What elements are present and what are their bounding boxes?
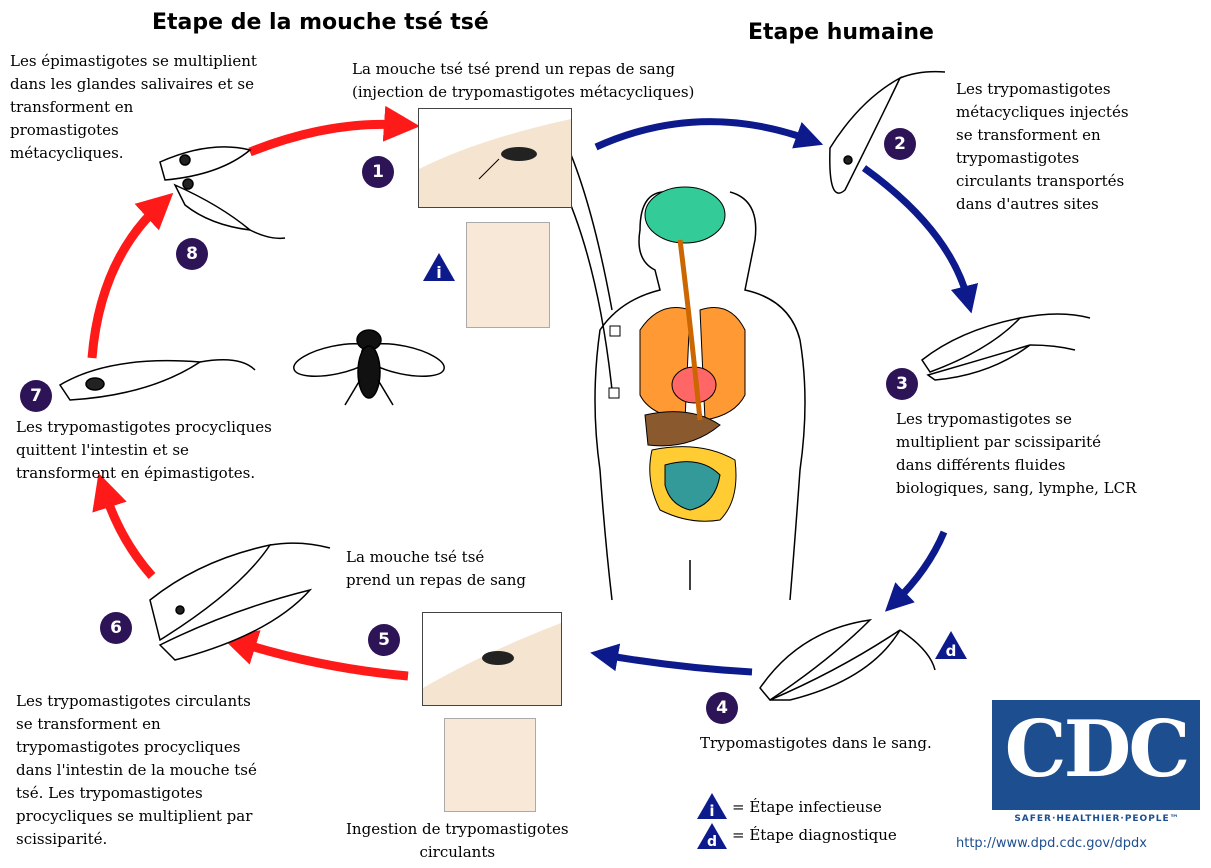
legend-diagnostic-icon: d bbox=[696, 822, 728, 850]
step-badge-8: 8 bbox=[176, 238, 208, 270]
ingestion-inset bbox=[444, 718, 536, 812]
cdc-url[interactable]: http://www.dpd.cdc.gov/dpdx bbox=[956, 836, 1147, 851]
diagnostic-stage-icon: d bbox=[934, 630, 968, 660]
parasite-sketch-7 bbox=[60, 360, 255, 400]
bite-box-step-1 bbox=[418, 108, 572, 208]
arrow-8-to-1 bbox=[250, 124, 402, 152]
parasite-sketch-3 bbox=[922, 314, 1090, 380]
step-badge-5: 5 bbox=[368, 624, 400, 656]
ingestion-label: Ingestion de trypomastigotes circulants bbox=[346, 818, 569, 864]
svg-text:d: d bbox=[707, 834, 717, 850]
step-4-description: Trypomastigotes dans le sang. bbox=[700, 732, 932, 755]
step-6-description: Les trypomastigotes circulants se transf… bbox=[16, 690, 257, 851]
arrow-7-to-8 bbox=[92, 205, 160, 358]
svg-text:i: i bbox=[709, 802, 714, 820]
step-3-description: Les trypomastigotes se multiplient par s… bbox=[896, 408, 1136, 500]
cdc-logo: CDC bbox=[992, 700, 1200, 810]
bite-box-step-5 bbox=[422, 612, 562, 706]
step-5-description: La mouche tsé tsé prend un repas de sang bbox=[346, 546, 526, 592]
brain-organ bbox=[645, 187, 725, 243]
cdc-tagline: SAFER·HEALTHIER·PEOPLE™ bbox=[992, 814, 1202, 824]
step-badge-6: 6 bbox=[100, 612, 132, 644]
step-7-description: Les trypomastigotes procycliques quitten… bbox=[16, 416, 272, 485]
legend-infective-label: = Étape infectieuse bbox=[732, 796, 882, 819]
arrow-2-to-3 bbox=[864, 168, 968, 300]
svg-text:d: d bbox=[946, 642, 957, 660]
parasite-sketch-4 bbox=[760, 620, 935, 700]
step-8-description: Les épimastigotes se multiplient dans le… bbox=[10, 50, 257, 165]
tsetse-stage-heading: Etape de la mouche tsé tsé bbox=[152, 10, 489, 35]
arrow-3-to-4 bbox=[895, 532, 944, 602]
infective-stage-icon: i bbox=[422, 252, 456, 282]
arrow-4-to-5 bbox=[604, 655, 752, 672]
cdc-logo-text: CDC bbox=[992, 710, 1200, 790]
step-badge-7: 7 bbox=[20, 380, 52, 412]
step-1-description: La mouche tsé tsé prend un repas de sang… bbox=[352, 58, 694, 104]
arrow-1-to-2 bbox=[596, 122, 810, 147]
step-2-description: Les trypomastigotes métacycliques inject… bbox=[956, 78, 1129, 216]
legend-diagnostic-label: = Étape diagnostique bbox=[732, 824, 897, 847]
skin-sample-marker bbox=[610, 326, 620, 336]
svg-text:i: i bbox=[436, 263, 441, 282]
human-stage-heading: Etape humaine bbox=[748, 20, 934, 45]
legend-infective-icon: i bbox=[696, 792, 728, 820]
step-badge-3: 3 bbox=[886, 368, 918, 400]
bite-fly-icon bbox=[419, 109, 571, 207]
step-badge-2: 2 bbox=[884, 128, 916, 160]
blood-sample-marker bbox=[609, 388, 619, 398]
tsetse-fly-illustration bbox=[291, 330, 447, 405]
arrow-6-to-7 bbox=[104, 490, 152, 576]
step-badge-4: 4 bbox=[706, 692, 738, 724]
step-badge-1: 1 bbox=[362, 156, 394, 188]
metacyclic-inset bbox=[466, 222, 550, 328]
bite-fly-icon bbox=[423, 613, 561, 705]
